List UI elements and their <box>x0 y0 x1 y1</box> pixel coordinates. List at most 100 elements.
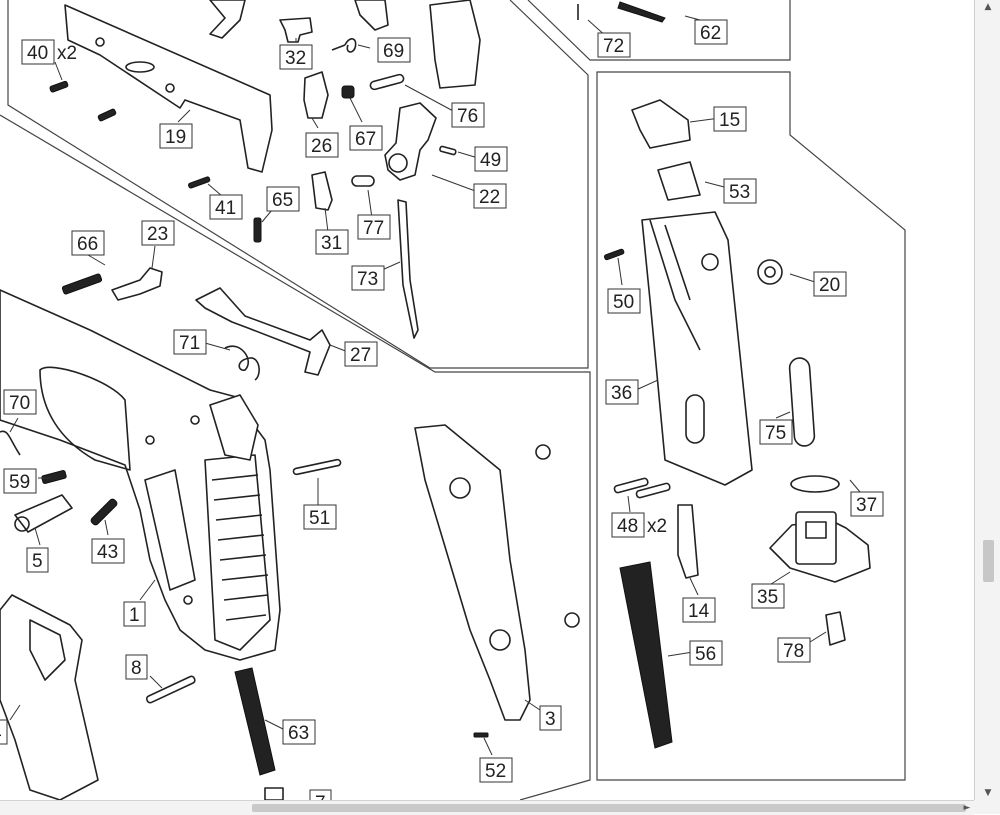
scroll-right-arrow-icon[interactable]: ► <box>963 803 971 813</box>
callout-box <box>479 757 513 783</box>
lower-middle-frame <box>0 114 591 800</box>
callout-26: 26 <box>305 132 339 158</box>
callout-23: 23 <box>141 220 175 246</box>
callout-22: 22 <box>473 183 507 209</box>
callout-box <box>282 719 316 745</box>
callout-52: 52 <box>479 757 513 783</box>
callout-number: 73 <box>357 269 378 290</box>
callout-box <box>21 39 55 65</box>
upper-left-frame <box>7 0 589 369</box>
part-27-trigger-bar <box>195 287 331 376</box>
callout-box <box>3 389 37 415</box>
callout-73: 73 <box>351 265 385 291</box>
callout-box <box>344 341 378 367</box>
callout-35: 35 <box>751 583 785 609</box>
callout-number: 36 <box>611 383 632 404</box>
callout-number: 22 <box>479 187 500 208</box>
part-53 <box>657 161 701 201</box>
callout-number: 27 <box>350 345 371 366</box>
callout-number: 65 <box>272 190 293 211</box>
callout-number: 19 <box>165 127 186 148</box>
callout-4: 4 <box>0 719 8 745</box>
callout-box <box>279 44 313 70</box>
callout-box <box>474 146 508 172</box>
part-14 <box>677 504 699 579</box>
callout-number: 32 <box>285 48 306 69</box>
callout-number: 69 <box>383 41 404 62</box>
callout-50: 50 <box>607 288 641 314</box>
callout-box <box>813 271 847 297</box>
callout-27: 27 <box>344 341 378 367</box>
callout-box <box>597 32 631 58</box>
callout-51: 51 <box>303 504 337 530</box>
part-23 <box>111 267 163 301</box>
callout-number: 40 <box>27 43 48 64</box>
callout-box <box>159 123 193 149</box>
vertical-scroll-thumb[interactable] <box>983 540 994 582</box>
callout-box <box>305 132 339 158</box>
callout-78: 78 <box>777 637 811 663</box>
callout-box <box>607 288 641 314</box>
part-73-rod <box>397 199 419 339</box>
vertical-scrollbar[interactable]: ▲ ▼ <box>974 0 1000 800</box>
callout-1: 1 <box>123 601 146 627</box>
callout-box <box>611 512 645 538</box>
callout-65: 65 <box>266 186 300 212</box>
callout-67: 67 <box>349 125 383 151</box>
callout-14: 14 <box>682 597 716 623</box>
callout-number: 71 <box>179 333 200 354</box>
scrollbar-corner <box>974 800 1000 814</box>
callout-20: 20 <box>813 271 847 297</box>
callout-number: 66 <box>77 234 98 255</box>
callout-32: 32 <box>279 44 313 70</box>
callout-69: 69 <box>377 37 411 63</box>
callout-box <box>315 229 349 255</box>
callout-number: 5 <box>32 551 43 572</box>
part-15 <box>631 99 691 149</box>
callout-number: 35 <box>757 587 778 608</box>
leader-lines <box>9 15 861 756</box>
callout-37: 37 <box>850 491 884 517</box>
part-19-rail <box>64 4 273 173</box>
callout-quantity: x2 <box>647 516 667 537</box>
callout-56: 56 <box>689 640 723 666</box>
scroll-up-arrow-icon[interactable]: ▲ <box>984 2 992 12</box>
callout-3: 3 <box>539 705 562 731</box>
callout-box <box>266 186 300 212</box>
callout-box <box>351 265 385 291</box>
callout-36: 36 <box>605 379 639 405</box>
callout-number: 78 <box>783 641 804 662</box>
callout-box <box>209 194 243 220</box>
parts <box>0 0 871 800</box>
callout-box <box>125 654 148 680</box>
callout-number: 56 <box>695 644 716 665</box>
horizontal-scrollbar[interactable]: ► <box>0 800 974 815</box>
part-5 <box>14 494 73 533</box>
part-32 <box>279 17 313 43</box>
exploded-parts-diagram: 40x2193269726276266749224165317773662371… <box>0 0 906 800</box>
callout-box <box>713 106 747 132</box>
callout-number: 75 <box>765 423 786 444</box>
callout-number: 59 <box>9 472 30 493</box>
callout-box <box>759 419 793 445</box>
callout-5: 5 <box>26 547 49 573</box>
callout-box <box>539 705 562 731</box>
callout-box <box>0 719 8 745</box>
callout-43: 43 <box>91 538 125 564</box>
horizontal-scroll-thumb[interactable] <box>252 804 966 812</box>
callout-box <box>682 597 716 623</box>
callout-71: 71 <box>173 329 207 355</box>
callout-number: 41 <box>215 198 236 219</box>
callout-62: 62 <box>694 19 728 45</box>
part-75-tube <box>788 357 816 447</box>
scroll-down-arrow-icon[interactable]: ▼ <box>984 788 992 798</box>
callout-8: 8 <box>125 654 148 680</box>
section-frames <box>0 0 906 800</box>
callout-number: 43 <box>97 542 118 563</box>
callout-63: 63 <box>282 719 316 745</box>
callout-53: 53 <box>723 178 757 204</box>
part-78 <box>825 611 846 646</box>
